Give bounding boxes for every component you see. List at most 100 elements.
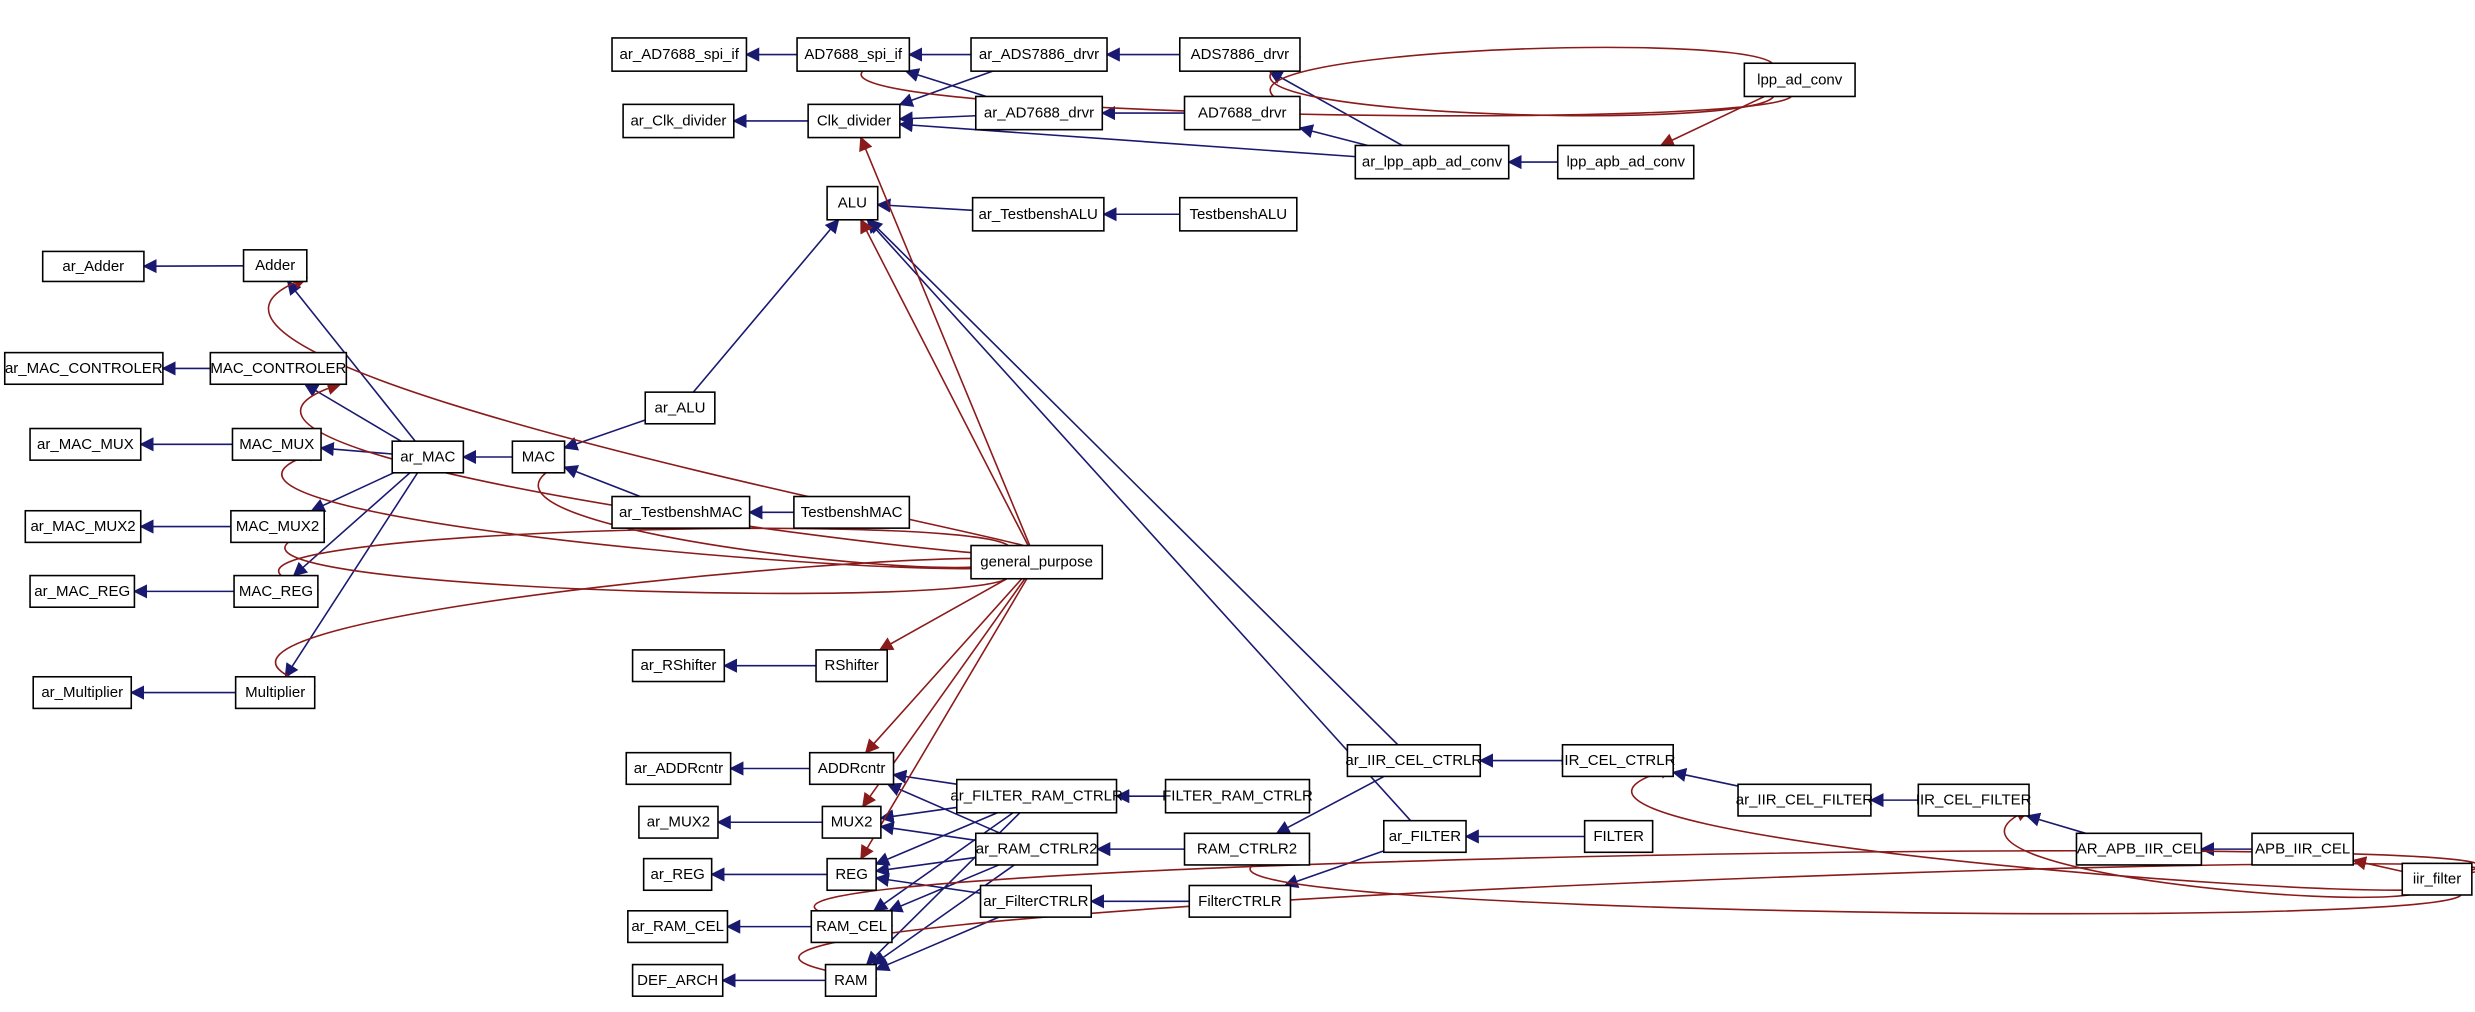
- node-ar-iir-cel-filter[interactable]: ar_IIR_CEL_FILTER: [1736, 783, 1874, 817]
- node-mac-mux[interactable]: MAC_MUX: [231, 427, 322, 461]
- node-label: ar_RAM_CEL: [631, 918, 724, 935]
- node-box: [1188, 884, 1292, 918]
- edge-general-purpose-to-mac-reg: [278, 527, 1011, 594]
- node-box: [2075, 832, 2203, 866]
- node-label: IIR_CEL_FILTER: [1916, 792, 2032, 809]
- node-iir-filter[interactable]: iir_filter: [2401, 862, 2473, 896]
- node-apb-iir-cel[interactable]: APB_IIR_CEL: [2251, 832, 2355, 866]
- edge-general-purpose-to-addrcntr: [864, 578, 1023, 754]
- node-label: APB_IIR_CEL: [2255, 841, 2350, 858]
- node-ar-mac[interactable]: ar_MAC: [391, 440, 465, 474]
- node-ar-ram-cel[interactable]: ar_RAM_CEL: [627, 910, 729, 944]
- node-ar-ad7688-spi-if[interactable]: ar_AD7688_spi_if: [611, 37, 748, 72]
- edge-lpp-ad-conv-to-ad7688-spi-if: [860, 51, 1794, 117]
- edge-ar-filter-ram-ctrlr-to-addrcntr: [892, 769, 957, 785]
- node-ar-filterctrlr[interactable]: ar_FilterCTRLR: [979, 884, 1093, 918]
- node-ad7688-spi-if[interactable]: AD7688_spi_if: [796, 37, 911, 72]
- node-ar-testbenshmac[interactable]: ar_TestbenshMAC: [611, 495, 751, 529]
- node-ar-mux2[interactable]: ar_MUX2: [638, 805, 719, 839]
- node-ar-testbenshalu[interactable]: ar_TestbenshALU: [971, 196, 1105, 232]
- node-multiplier[interactable]: Multiplier: [234, 675, 316, 710]
- node-box: [1917, 783, 2030, 817]
- node-adder[interactable]: Adder: [242, 249, 308, 283]
- node-ar-multiplier[interactable]: ar_Multiplier: [32, 675, 133, 710]
- node-lpp-apb-ad-conv[interactable]: lpp_apb_ad_conv: [1556, 144, 1695, 180]
- node-label: RAM: [834, 972, 867, 989]
- node-ar-mac-controler[interactable]: ar_MAC_CONTROLER: [3, 351, 164, 386]
- node-mux2[interactable]: MUX2: [821, 805, 882, 839]
- node-box: [1583, 819, 1654, 854]
- node-ar-apb-iir-cel[interactable]: AR_APB_IIR_CEL: [2075, 832, 2203, 866]
- edge-ar-ad7688-drvr-to-clk-divider: [898, 111, 976, 126]
- edge-ar-ad7688-drvr-to-ad7688-spi-if: [904, 68, 987, 98]
- node-ar-clk-divider[interactable]: ar_Clk_divider: [622, 103, 735, 139]
- node-mac[interactable]: MAC: [511, 440, 566, 474]
- node-ar-alu[interactable]: ar_ALU: [644, 391, 716, 425]
- node-label: ar_MAC_MUX: [37, 436, 134, 453]
- node-ar-adder[interactable]: ar_Adder: [41, 250, 145, 283]
- node-ar-filter-ram-ctrlr[interactable]: ar_FILTER_RAM_CTRLR: [950, 778, 1123, 814]
- node-mac-controler[interactable]: MAC_CONTROLER: [209, 351, 348, 386]
- edge-general-purpose-to-rshifter: [878, 578, 1008, 651]
- node-ar-mac-mux[interactable]: ar_MAC_MUX: [29, 427, 142, 461]
- edge-ar-lpp-apb-ad-conv-to-ads7886-drvr: [1268, 70, 1403, 147]
- node-testbenshalu[interactable]: TestbenshALU: [1178, 196, 1298, 232]
- node-ar-reg[interactable]: ar_REG: [642, 857, 713, 892]
- node-label: FILTER: [1593, 828, 1644, 845]
- node-ar-ads7886-drvr[interactable]: ar_ADS7886_drvr: [970, 37, 1108, 72]
- edge-ar-mac-to-mac-controler: [303, 383, 402, 442]
- node-filterctrlr[interactable]: FilterCTRLR: [1188, 884, 1292, 918]
- node-ram[interactable]: RAM: [824, 963, 877, 997]
- node-ar-ram-ctrlr2[interactable]: ar_RAM_CTRLR2: [974, 832, 1099, 866]
- node-ar-mac-mux2[interactable]: ar_MAC_MUX2: [24, 509, 142, 544]
- node-mac-mux2[interactable]: MAC_MUX2: [230, 509, 325, 544]
- node-filter-ram-ctrlr[interactable]: FILTER_RAM_CTRLR: [1162, 778, 1313, 814]
- node-ar-rshifter[interactable]: ar_RShifter: [631, 649, 726, 683]
- node-label: ar_IIR_CEL_FILTER: [1736, 792, 1874, 809]
- node-box: [1346, 743, 1482, 778]
- node-box: [1178, 196, 1298, 232]
- node-alu[interactable]: ALU: [826, 185, 879, 221]
- node-iir-cel-filter[interactable]: IIR_CEL_FILTER: [1916, 783, 2032, 817]
- node-label: ar_ALU: [655, 399, 706, 416]
- node-box: [234, 675, 316, 710]
- node-testbenshmac[interactable]: TestbenshMAC: [793, 495, 911, 529]
- node-ar-ad7688-drvr[interactable]: ar_AD7688_drvr: [974, 95, 1104, 131]
- node-ad7688-drvr[interactable]: AD7688_drvr: [1183, 95, 1301, 131]
- edge-ar-testbenshalu-to-alu: [876, 198, 973, 213]
- node-box: [793, 495, 911, 529]
- node-lpp-ad-conv[interactable]: lpp_ad_conv: [1743, 62, 1856, 98]
- node-label: iir_filter: [2413, 871, 2461, 888]
- node-clk-divider[interactable]: Clk_divider: [807, 103, 901, 139]
- node-label: ar_AD7688_spi_if: [620, 46, 740, 63]
- edge-ar-filter-ram-ctrlr-to-reg: [874, 812, 998, 866]
- edge-ar-mac-to-mac-mux: [319, 442, 393, 457]
- node-iir-cel-ctrlr[interactable]: IIR_CEL_CTRLR: [1560, 743, 1676, 778]
- node-label: ar_MAC_CONTROLER: [5, 360, 163, 377]
- node-mac-reg[interactable]: MAC_REG: [233, 574, 319, 608]
- node-ar-addrcntr[interactable]: ar_ADDRcntr: [625, 751, 732, 786]
- edge-ar-ram-ctrlr2-to-mux2: [879, 821, 976, 842]
- node-general-purpose[interactable]: general_purpose: [970, 544, 1104, 580]
- node-ar-filter[interactable]: ar_FILTER: [1382, 819, 1467, 854]
- node-ram-ctrlr2[interactable]: RAM_CTRLR2: [1183, 832, 1311, 866]
- node-box: [230, 509, 325, 544]
- node-label: RAM_CEL: [816, 918, 887, 935]
- node-filter[interactable]: FILTER: [1583, 819, 1654, 854]
- node-ar-mac-reg[interactable]: ar_MAC_REG: [29, 574, 136, 608]
- node-addrcntr[interactable]: ADDRcntr: [808, 751, 895, 786]
- node-rshifter[interactable]: RShifter: [815, 649, 888, 683]
- node-box: [1183, 95, 1301, 131]
- node-label: DEF_ARCH: [637, 972, 718, 989]
- node-reg[interactable]: REG: [826, 857, 877, 892]
- node-ar-lpp-apb-ad-conv[interactable]: ar_lpp_apb_ad_conv: [1354, 144, 1510, 180]
- node-box: [979, 884, 1093, 918]
- node-label: FilterCTRLR: [1198, 893, 1282, 910]
- node-box: [796, 37, 911, 72]
- node-def-arch[interactable]: DEF_ARCH: [631, 963, 724, 997]
- node-ar-iir-cel-ctrlr[interactable]: ar_IIR_CEL_CTRLR: [1345, 743, 1482, 778]
- node-label: ar_TestbenshALU: [979, 206, 1098, 223]
- node-label: Adder: [255, 257, 295, 274]
- node-ads7886-drvr[interactable]: ADS7886_drvr: [1178, 37, 1301, 72]
- node-ram-cel[interactable]: RAM_CEL: [810, 910, 893, 944]
